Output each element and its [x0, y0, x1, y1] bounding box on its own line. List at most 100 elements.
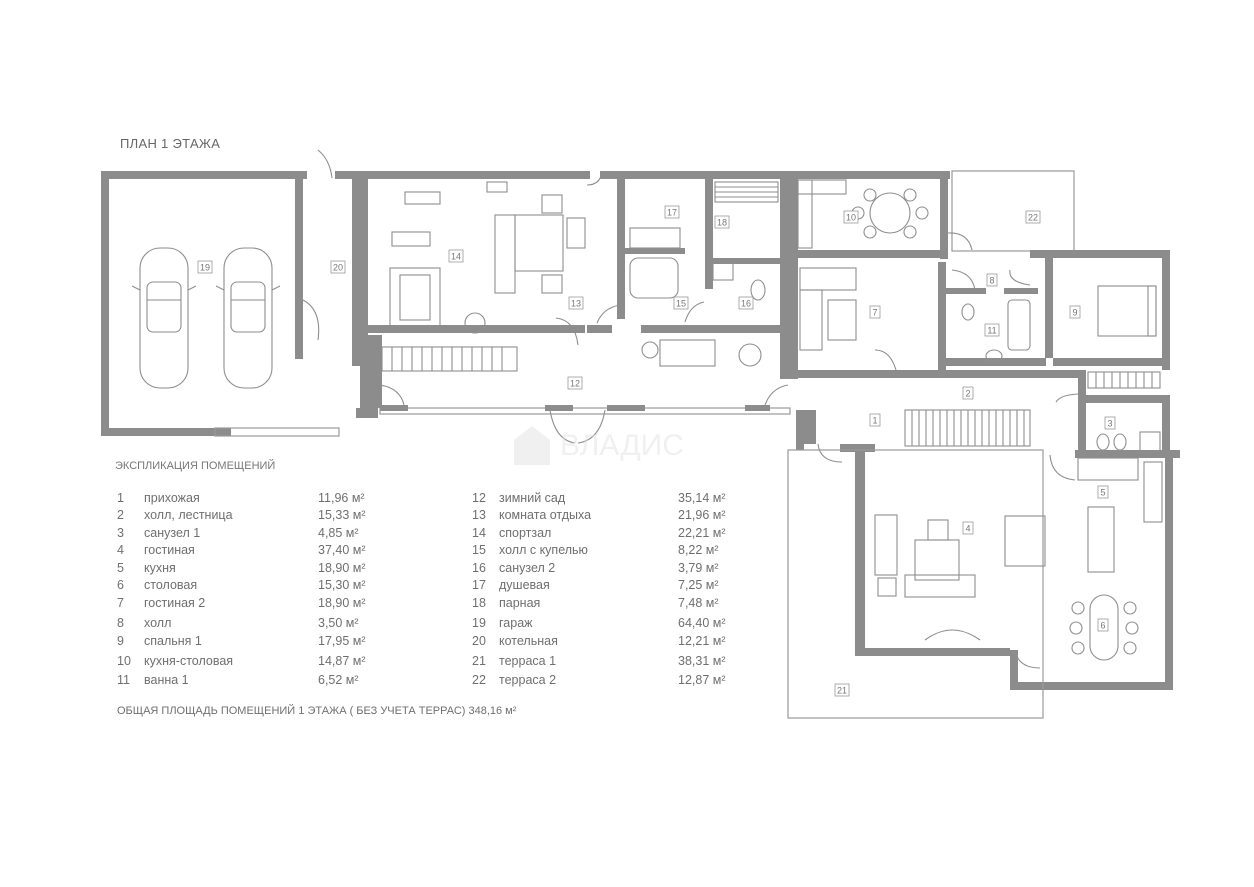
furniture [131, 179, 1163, 661]
svg-text:14: 14 [451, 252, 461, 262]
room-area: 12,87 м² [678, 673, 726, 687]
room-number: 8 [117, 616, 124, 630]
room-number: 4 [117, 543, 124, 557]
room-name: холл [144, 616, 172, 630]
svg-text:9: 9 [1072, 308, 1077, 318]
room-number-tag: 15 [673, 296, 689, 310]
svg-text:7: 7 [872, 308, 877, 318]
room-area: 22,21 м² [678, 526, 726, 540]
room-number: 22 [472, 673, 486, 687]
svg-text:10: 10 [846, 213, 856, 223]
room-area: 21,96 м² [678, 508, 726, 522]
room-area: 7,25 м² [678, 578, 719, 592]
room-area: 14,87 м² [318, 654, 366, 668]
legend-title: ЭКСПЛИКАЦИЯ ПОМЕЩЕНИЙ [115, 460, 276, 472]
room-number-tag: 22 [1025, 210, 1041, 224]
room-number-tag: 21 [834, 683, 850, 697]
room-name: гостиная [144, 543, 195, 557]
room-number: 1 [117, 491, 124, 505]
room-number: 7 [117, 596, 124, 610]
room-name: парная [499, 596, 541, 610]
room-number-tag: 4 [962, 521, 974, 535]
room-name: санузел 1 [144, 526, 201, 540]
svg-text:8: 8 [989, 276, 994, 286]
room-area: 15,30 м² [318, 578, 366, 592]
room-number-tag: 20 [330, 260, 346, 274]
room-number-tag: 1 [869, 413, 881, 427]
svg-text:12: 12 [570, 379, 580, 389]
room-number-tag: 16 [738, 296, 754, 310]
room-number: 19 [472, 616, 486, 630]
room-number-tag: 3 [1104, 416, 1116, 430]
room-name: прихожая [144, 491, 200, 505]
room-name: ванна 1 [144, 673, 189, 687]
room-number-tag: 10 [843, 210, 859, 224]
total-area: ОБЩАЯ ПЛОЩАДЬ ПОМЕЩЕНИЙ 1 ЭТАЖА ( БЕЗ УЧ… [117, 705, 517, 717]
room-number: 13 [472, 508, 486, 522]
room-area: 7,48 м² [678, 596, 719, 610]
room-name: терраса 2 [499, 673, 557, 687]
car-icon [131, 247, 197, 389]
plan-title: ПЛАН 1 ЭТАЖА [120, 136, 221, 151]
svg-text:5: 5 [1100, 488, 1105, 498]
room-area: 6,52 м² [318, 673, 359, 687]
room-area: 15,33 м² [318, 508, 366, 522]
room-number: 9 [117, 634, 124, 648]
room-name: столовая [144, 578, 198, 592]
room-area: 4,85 м² [318, 526, 359, 540]
svg-text:20: 20 [333, 263, 343, 273]
room-number: 18 [472, 596, 486, 610]
svg-text:22: 22 [1028, 213, 1038, 223]
watermark-text: ВЛАДИС [560, 429, 684, 462]
svg-text:21: 21 [837, 686, 847, 696]
room-area: 38,31 м² [678, 654, 726, 668]
room-number: 5 [117, 561, 124, 575]
room-name: гостиная 2 [144, 596, 206, 610]
room-number-tag: 14 [448, 249, 464, 263]
svg-text:19: 19 [200, 263, 210, 273]
room-number: 11 [117, 673, 130, 687]
room-area: 18,90 м² [318, 596, 366, 610]
room-name: терраса 1 [499, 654, 557, 668]
svg-text:18: 18 [717, 218, 727, 228]
room-number: 3 [117, 526, 124, 540]
svg-text:4: 4 [965, 524, 970, 534]
room-number: 15 [472, 543, 486, 557]
car-icon [215, 247, 281, 389]
room-number-tag: 13 [568, 296, 584, 310]
svg-text:17: 17 [667, 208, 677, 218]
room-number: 21 [472, 654, 486, 668]
room-name: гараж [499, 616, 533, 630]
room-number-tag: 11 [984, 323, 1000, 337]
room-number: 16 [472, 561, 486, 575]
room-name: душевая [499, 578, 550, 592]
room-number-tag: 8 [986, 273, 998, 287]
room-area: 37,40 м² [318, 543, 366, 557]
room-name: кухня-столовая [144, 654, 234, 668]
room-number: 6 [117, 578, 124, 592]
room-number: 17 [472, 578, 486, 592]
room-area: 18,90 м² [318, 561, 366, 575]
room-name: кухня [144, 561, 176, 575]
room-area: 8,22 м² [678, 543, 719, 557]
room-area: 64,40 м² [678, 616, 726, 630]
room-number-tag: 9 [1069, 305, 1081, 319]
room-area: 3,79 м² [678, 561, 719, 575]
svg-text:6: 6 [1100, 621, 1105, 631]
room-area: 12,21 м² [678, 634, 726, 648]
room-name: зимний сад [499, 491, 566, 505]
walls [101, 149, 1180, 719]
room-number-tag: 6 [1097, 618, 1109, 632]
room-number: 2 [117, 508, 124, 522]
room-area: 11,96 м² [318, 491, 365, 505]
watermark: ВЛАДИС [514, 426, 684, 465]
room-number-tag: 18 [714, 215, 730, 229]
room-number: 20 [472, 634, 486, 648]
room-area: 3,50 м² [318, 616, 359, 630]
svg-text:1: 1 [872, 416, 877, 426]
room-name: холл, лестница [144, 508, 233, 522]
svg-text:3: 3 [1107, 419, 1112, 429]
svg-text:13: 13 [571, 299, 581, 309]
